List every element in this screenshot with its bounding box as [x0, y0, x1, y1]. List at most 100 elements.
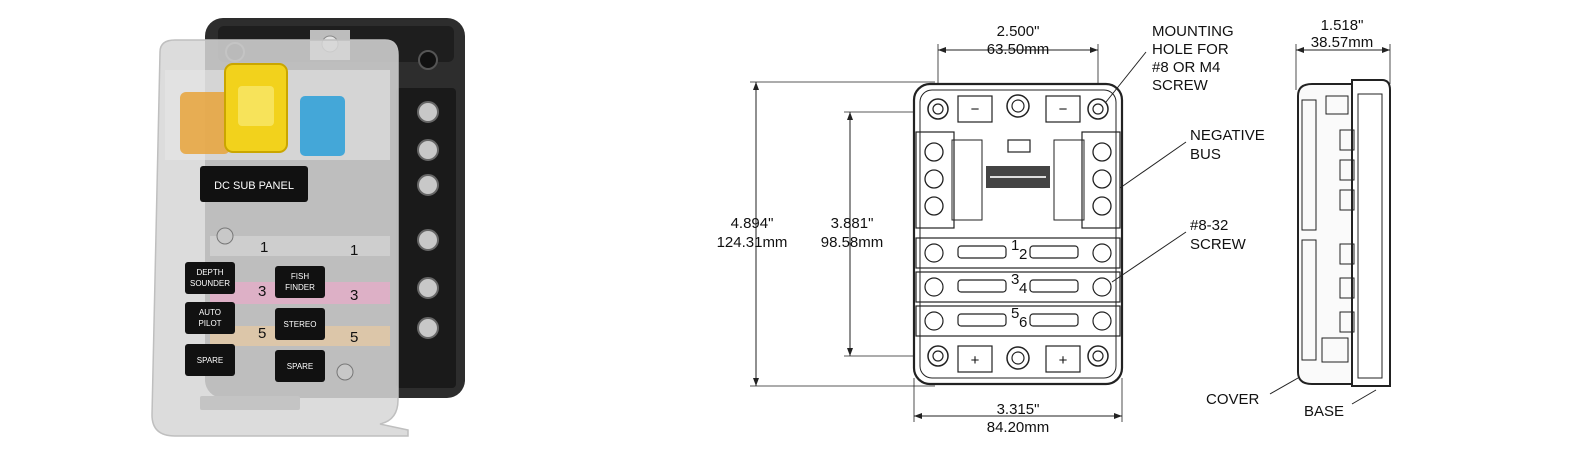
terminal-screw-icon [924, 243, 944, 263]
dim-overall-height-mm: 124.31mm [717, 234, 788, 251]
mounting-hole-icon [1087, 98, 1109, 120]
front-view-drawing: − − [750, 44, 1187, 422]
side-base-outline [1351, 79, 1391, 387]
callout-mounting-line3: #8 OR M4 [1152, 59, 1220, 76]
panel-title: DC SUB PANEL [214, 180, 294, 192]
fuse-number: 1 [1011, 237, 1019, 254]
callout-labels: MOUNTING HOLE FOR #8 OR M4 SCREW NEGATIV… [1152, 23, 1344, 420]
circuit-label-line1: SPARE [197, 356, 224, 365]
circuit-label-line1: FISH [291, 272, 309, 281]
circuit-label-plate [185, 344, 235, 376]
bus-screw-icon [417, 101, 439, 123]
bus-screw-icon [417, 229, 439, 251]
fuse-number: 5 [258, 325, 266, 342]
dim-bottom-width-inches: 3.315" [997, 401, 1040, 418]
circuit-label-plate [275, 266, 325, 298]
plus-symbol: + [971, 352, 980, 369]
terminal-screw-icon [1092, 243, 1112, 263]
callout-mounting-line2: HOLE FOR [1152, 41, 1229, 58]
arrowhead [1382, 47, 1390, 53]
side-screws [1321, 95, 1355, 363]
mounting-hole-inner [932, 350, 944, 362]
minus-terminal-box [957, 95, 993, 123]
fuse-rows-drawing [915, 237, 1121, 337]
dimension-labels: 2.500" 63.50mm 4.894" 124.31mm 3.881" 98… [717, 17, 1374, 436]
dim-depth-inches: 1.518" [1321, 17, 1364, 34]
dim-mount-height-mm: 98.58mm [821, 234, 884, 251]
minus-terminal-box [1045, 95, 1081, 123]
circuit-label-line2: PILOT [198, 319, 221, 328]
circuit-label-line1: SPARE [287, 362, 314, 371]
bus-screws [417, 101, 439, 339]
panel-title-plate [200, 166, 308, 202]
terminal-screw-icon [924, 311, 944, 331]
callout-base: BASE [1304, 403, 1344, 420]
terminal-screw-icon [1092, 277, 1112, 297]
fuse-number: 3 [1011, 271, 1019, 288]
bottom-stud-inner [1011, 351, 1025, 365]
side-cover-outline [1297, 83, 1353, 385]
arrowhead [753, 82, 759, 90]
dim-top-width-inches: 2.500" [997, 23, 1040, 40]
circuit-label-plate [275, 308, 325, 340]
arrowhead [1090, 47, 1098, 53]
callout-mounting-line4: SCREW [1152, 77, 1209, 94]
bus-screw-icon [417, 277, 439, 299]
top-stud-inner [1011, 99, 1025, 113]
fuse-number: 3 [350, 287, 358, 304]
bus-screw-icon [1092, 169, 1112, 189]
mounting-hole-icon [927, 98, 949, 120]
product-photo: DC SUB PANEL 1 1 3 3 5 5 DEPTH SOUNDER F… [151, 18, 465, 437]
fuse-number: 4 [1019, 280, 1027, 297]
side-screw-icon [1339, 277, 1355, 299]
plus-terminal-box [957, 345, 993, 373]
side-screw-icon [1339, 311, 1355, 333]
callout-mounting-line1: MOUNTING [1152, 23, 1234, 40]
fuse-slot [1029, 313, 1079, 327]
callout-negative-line2: BUS [1190, 146, 1221, 163]
callout-negative-line1: NEGATIVE [1190, 127, 1265, 144]
circuit-label-line1: AUTO [199, 308, 221, 317]
dim-bottom-width-mm: 84.20mm [987, 419, 1050, 436]
side-stud-icon [1325, 95, 1349, 115]
right-bus-column [1081, 131, 1121, 229]
minus-symbol: − [1059, 101, 1068, 118]
top-stud-icon [1006, 94, 1030, 118]
bus-screw-icon [417, 317, 439, 339]
fuse-row-frame [915, 271, 1121, 303]
bottom-stud-icon [1006, 346, 1030, 370]
side-cover-rib [1301, 239, 1317, 361]
bus-screw-icon [924, 169, 944, 189]
circuit-label-line2: SOUNDER [190, 279, 230, 288]
plus-symbol: + [1059, 352, 1068, 369]
leader-cover [1269, 377, 1299, 395]
leader-negative-bus [1119, 141, 1187, 189]
bus-screw-icon [417, 139, 439, 161]
leader-mounting-hole [1105, 51, 1147, 103]
leader-screw [1111, 231, 1187, 283]
circuit-label-line2: FINDER [285, 283, 315, 292]
fuse-slot [957, 279, 1007, 293]
arrowhead [938, 47, 946, 53]
callout-cover: COVER [1206, 391, 1260, 408]
mount-hole-icon [418, 50, 438, 70]
mounting-hole-inner [1092, 103, 1104, 115]
dim-top-width-mm: 63.50mm [987, 41, 1050, 58]
circuit-label-line1: DEPTH [196, 268, 223, 277]
arrowhead [1296, 47, 1304, 53]
blue-fuse [300, 96, 345, 156]
side-screw-icon [1339, 159, 1355, 181]
dim-depth-mm: 38.57mm [1311, 34, 1374, 51]
arrowhead [847, 112, 853, 120]
terminal-screw-icon [924, 277, 944, 297]
side-screw-icon [1339, 129, 1355, 151]
left-bus-column [915, 131, 955, 229]
bus-screw-icon [924, 196, 944, 216]
side-base-inner [1357, 93, 1383, 379]
dim-overall-height-inches: 4.894" [731, 215, 774, 232]
side-stud-icon [1321, 337, 1349, 363]
block-outline [912, 82, 1124, 386]
side-screw-icon [1339, 243, 1355, 265]
fuse-slot [1029, 279, 1079, 293]
